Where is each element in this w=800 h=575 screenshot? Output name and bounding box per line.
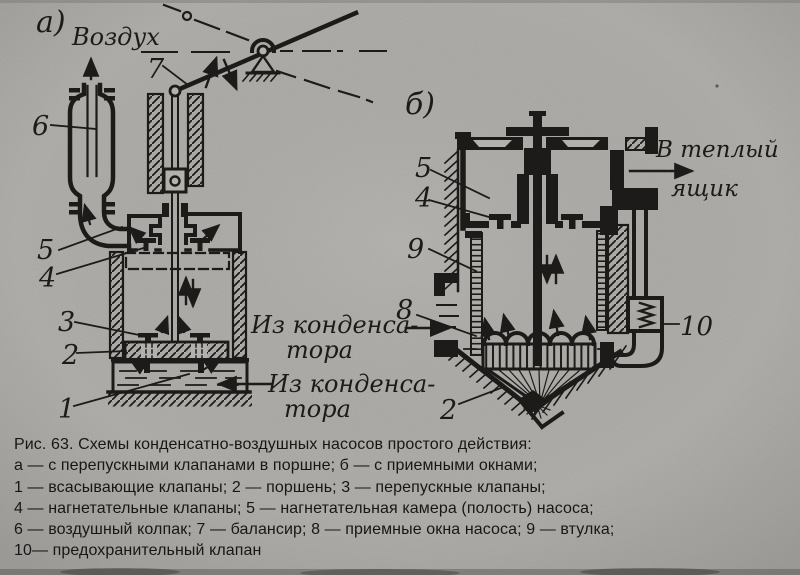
from-condenser-b-line2: тора <box>286 336 353 364</box>
callout-10: 10 <box>680 312 713 342</box>
caption-line-1: Рис. 63. Схемы конденсатно-воздушных нас… <box>14 436 532 453</box>
callout-4b: 4 <box>414 183 432 214</box>
piston <box>123 340 230 362</box>
from-condenser-a-line2: тора <box>284 395 351 423</box>
cylinder-wall-right <box>231 250 248 360</box>
panel-a-labels: а) Воздух 7 6 5 4 3 2 1 Из конденса- тор… <box>32 5 435 425</box>
balancer-mechanism <box>141 3 387 104</box>
discharge-pipe-with-safety-valve <box>600 209 680 368</box>
piston-rod-b <box>506 111 569 366</box>
safety-valve-spring <box>635 301 658 329</box>
water-level-dashes <box>117 370 242 386</box>
air-label: Воздух <box>71 23 160 51</box>
scan-edge-bottom <box>0 568 800 575</box>
panel-a-callout-leaders <box>55 225 191 408</box>
callout-1: 1 <box>58 394 75 425</box>
callout-2a: 2 <box>61 340 79 371</box>
callout-6-leader <box>50 124 97 130</box>
bushing-sleeve <box>470 232 483 356</box>
caption-line-4: 4 — нагнетательные клапаны; 5 — нагнетат… <box>14 499 594 517</box>
piston-body-b <box>481 342 597 371</box>
cylinder-wall-left <box>108 250 125 360</box>
from-condenser-a-line1: Из конденса- <box>267 370 435 398</box>
callout-8: 8 <box>396 295 413 326</box>
piston-top-position-dashed <box>124 251 231 271</box>
casing-right-side <box>596 223 630 335</box>
lever-rod-joint <box>168 84 182 98</box>
figure-caption: Рис. 63. Схемы конденсатно-воздушных нас… <box>14 434 794 562</box>
callout-3: 3 <box>58 307 75 338</box>
pump-cover-b <box>455 127 658 154</box>
warm-box-line2: ящик <box>671 176 738 202</box>
callout-2b: 2 <box>439 395 457 426</box>
panel-b-labels: б) В теплый ящик 5 4 9 8 2 10 Из конденс… <box>250 87 779 426</box>
callout-9: 9 <box>407 234 424 265</box>
spray-fan-lines <box>488 369 590 419</box>
discharge-chamber <box>127 203 242 254</box>
panel-a-pump-with-bypass-valves <box>50 3 387 408</box>
callout-5b: 5 <box>415 153 432 184</box>
air-cap <box>50 82 132 249</box>
caption-line-3: 1 — всасывающие клапаны; 2 — поршень; 3 … <box>14 478 546 496</box>
panel-b-pump-with-intake-windows <box>404 111 695 430</box>
panel-b-callout-leaders <box>415 168 503 406</box>
air-cap-inner-tube <box>86 84 98 178</box>
bypass-valve-right <box>190 333 210 343</box>
discharge-valve-b-right <box>561 214 583 229</box>
caption-line-5: 6 — воздушный колпак; 7 — балансир; 8 — … <box>14 521 615 539</box>
warm-box-outlet <box>612 162 695 210</box>
callout-7: 7 <box>147 54 165 85</box>
pump-cylinder <box>108 250 248 360</box>
callout-4a: 4 <box>38 263 56 294</box>
scan-speck <box>715 84 719 88</box>
from-condenser-b-line1: Из конденса- <box>250 311 418 339</box>
crosshead <box>162 167 188 194</box>
warm-box-line1: В теплый <box>655 137 779 163</box>
piston-b <box>480 253 598 419</box>
callout-7-leader <box>161 64 190 87</box>
callout-5a: 5 <box>37 235 54 266</box>
suction-chamber <box>106 357 274 407</box>
scan-edge-top <box>0 0 800 3</box>
panel-b-label: б) <box>405 87 435 122</box>
caption-line-2: а — с перепускными клапанами в поршне; б… <box>14 457 538 475</box>
panel-a-label: а) <box>36 5 66 40</box>
casing-left-side <box>404 148 483 357</box>
caption-line-6: 10— предохранительный клапан <box>14 542 262 560</box>
ground-hatching <box>108 393 252 407</box>
piston-rod-and-guide <box>146 92 205 343</box>
safety-valve-body <box>626 296 664 333</box>
callout-6: 6 <box>32 111 49 142</box>
